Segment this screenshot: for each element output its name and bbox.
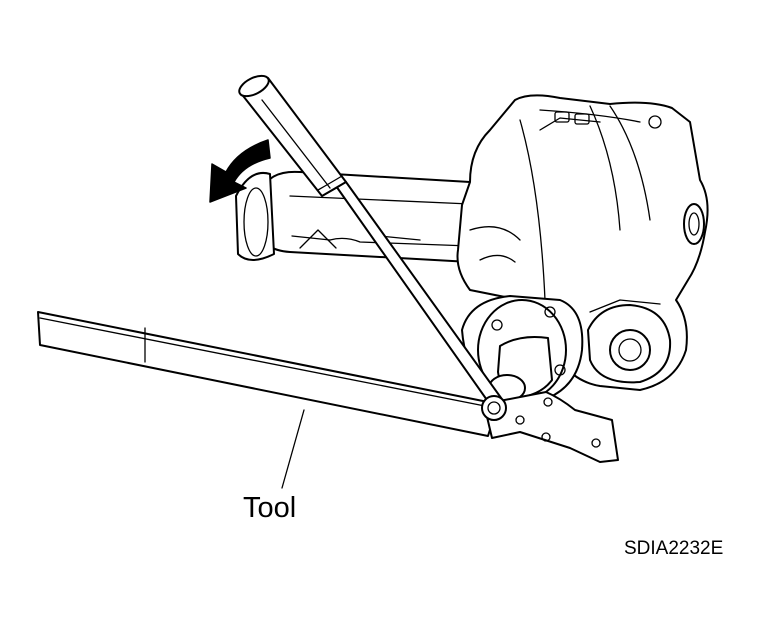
figure-code: SDIA2232E xyxy=(624,538,724,559)
pinion-flange xyxy=(461,295,584,402)
tool-bar xyxy=(37,311,619,463)
tool-leader-line xyxy=(281,409,305,489)
axle-tube xyxy=(235,170,471,263)
tool-label: Tool xyxy=(243,492,297,524)
torque-wrench xyxy=(238,74,507,421)
curved-arrow-icon xyxy=(209,139,271,203)
